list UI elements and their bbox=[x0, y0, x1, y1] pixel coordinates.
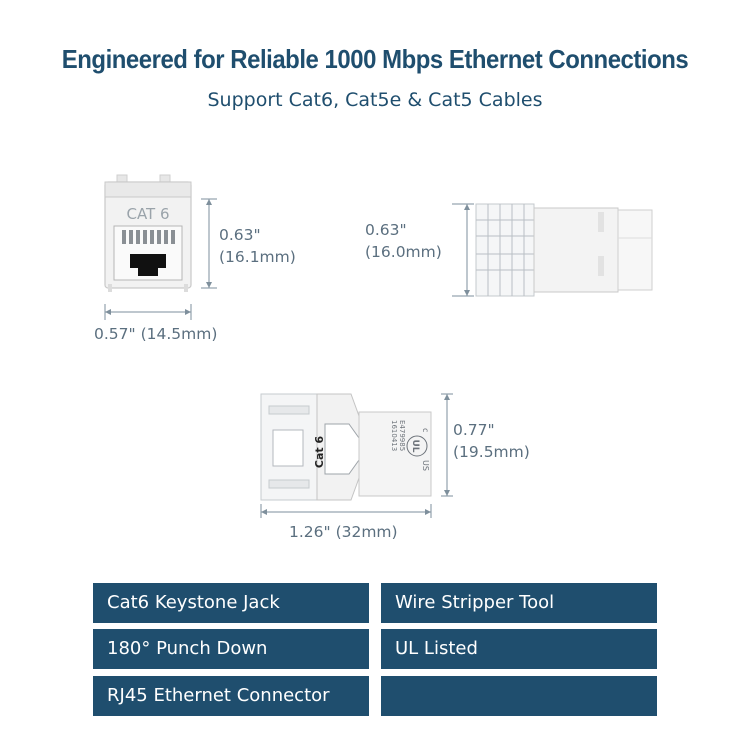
ul-mark: UL bbox=[410, 439, 420, 452]
side-height-mm: (16.0mm) bbox=[365, 243, 442, 261]
feature-ul-listed: UL Listed bbox=[381, 629, 657, 669]
front-cat6-label: CAT 6 bbox=[126, 205, 169, 223]
top-view-jack: Cat 6 E479985 1610413 UL c US bbox=[260, 393, 453, 518]
top-length: 1.26" (32mm) bbox=[289, 523, 398, 541]
ul-logo bbox=[406, 435, 428, 457]
feature-rj45-connector: RJ45 Ethernet Connector bbox=[93, 676, 369, 716]
feature-punch-down: 180° Punch Down bbox=[93, 629, 369, 669]
feature-wire-stripper: Wire Stripper Tool bbox=[381, 583, 657, 623]
top-height-mm: (19.5mm) bbox=[453, 443, 530, 461]
page-title: Engineered for Reliable 1000 Mbps Ethern… bbox=[61, 44, 689, 74]
front-height-in: 0.63" bbox=[219, 226, 261, 244]
ul-c: c bbox=[421, 428, 430, 432]
page-subtitle: Support Cat6, Cat5e & Cat5 Cables bbox=[207, 89, 543, 111]
ul-us: US bbox=[421, 460, 430, 471]
side-view-jack bbox=[452, 203, 653, 297]
side-height-in: 0.63" bbox=[365, 221, 407, 239]
feature-empty bbox=[381, 676, 657, 716]
top-height-in: 0.77" bbox=[453, 421, 495, 439]
front-view-jack: CAT 6 bbox=[104, 174, 217, 320]
front-height-mm: (16.1mm) bbox=[219, 248, 296, 266]
front-width: 0.57" (14.5mm) bbox=[94, 325, 218, 343]
top-cat6-label: Cat 6 bbox=[313, 436, 326, 469]
feature-keystone-jack: Cat6 Keystone Jack bbox=[93, 583, 369, 623]
cert-number: E479985 bbox=[398, 420, 406, 451]
lot-code: 1610413 bbox=[390, 420, 398, 451]
